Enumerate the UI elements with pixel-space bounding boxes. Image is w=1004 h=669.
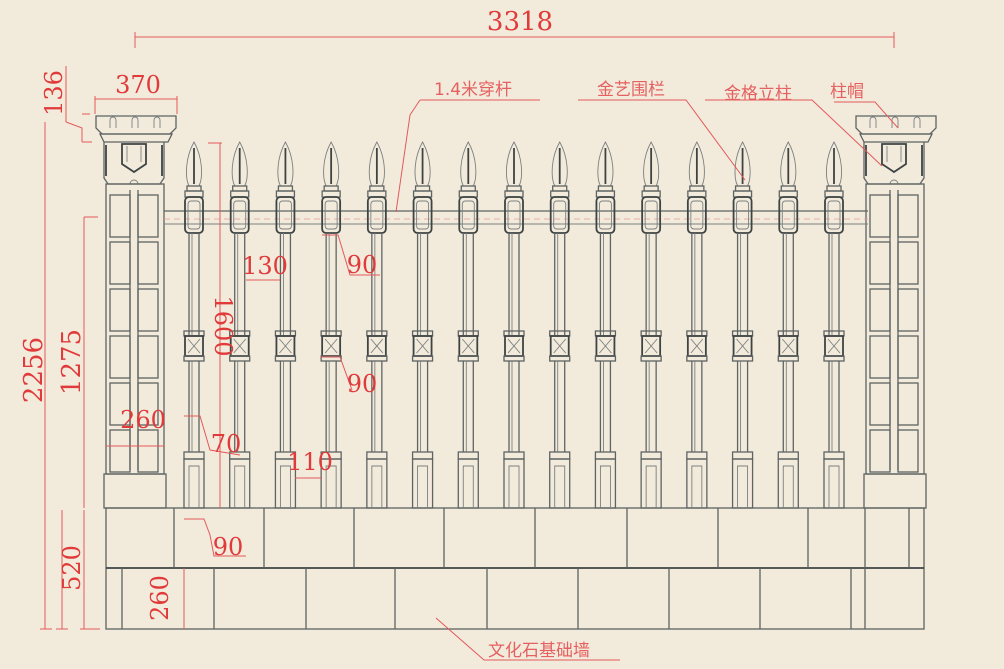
picket [411, 141, 434, 509]
dim-total-height: 2256 [19, 337, 49, 403]
picket [183, 141, 205, 509]
picket [823, 141, 845, 509]
picket [457, 141, 479, 509]
dim-picket-mid-width: 90 [347, 370, 378, 398]
dim-fence-height: 1600 [209, 295, 237, 356]
picket [686, 141, 708, 509]
right-post [855, 115, 937, 509]
dim-stone-course-height: 260 [146, 575, 174, 621]
picket [549, 141, 571, 509]
dim-post-shaft-width: 260 [120, 406, 166, 434]
picket [320, 141, 342, 509]
dim-total-width: 3318 [487, 7, 553, 37]
foundation-wall [105, 507, 925, 630]
picket [777, 141, 799, 509]
picket [594, 141, 617, 509]
picket [503, 141, 525, 509]
rail-1-4m [164, 210, 868, 225]
left-post [95, 115, 177, 509]
dim-cap-width: 370 [115, 71, 161, 99]
picket [229, 141, 251, 509]
dim-foundation-height: 520 [58, 545, 86, 591]
label-cap: 柱帽 [830, 82, 864, 102]
dim-post-body-height: 1275 [57, 329, 87, 395]
fence-pickets [183, 141, 845, 509]
label-post: 金格立柱 [724, 84, 792, 104]
dim-picket-base-width: 90 [213, 533, 244, 561]
picket [274, 141, 297, 509]
label-foundation: 文化石基础墙 [488, 641, 590, 661]
dim-picket-base-height: 70 [211, 430, 242, 458]
picket [640, 141, 662, 509]
picket [366, 141, 388, 509]
leader-lines [395, 99, 899, 661]
label-rail: 1.4米穿杆 [434, 80, 512, 100]
dim-picket-top-width: 90 [347, 251, 378, 279]
dim-picket-spacing: 130 [242, 252, 288, 280]
dim-picket-gap: 110 [287, 448, 333, 476]
dimension-lines [40, 32, 895, 630]
label-fence: 金艺围栏 [597, 80, 665, 100]
dim-cap-height: 136 [40, 70, 68, 116]
picket [731, 141, 754, 509]
